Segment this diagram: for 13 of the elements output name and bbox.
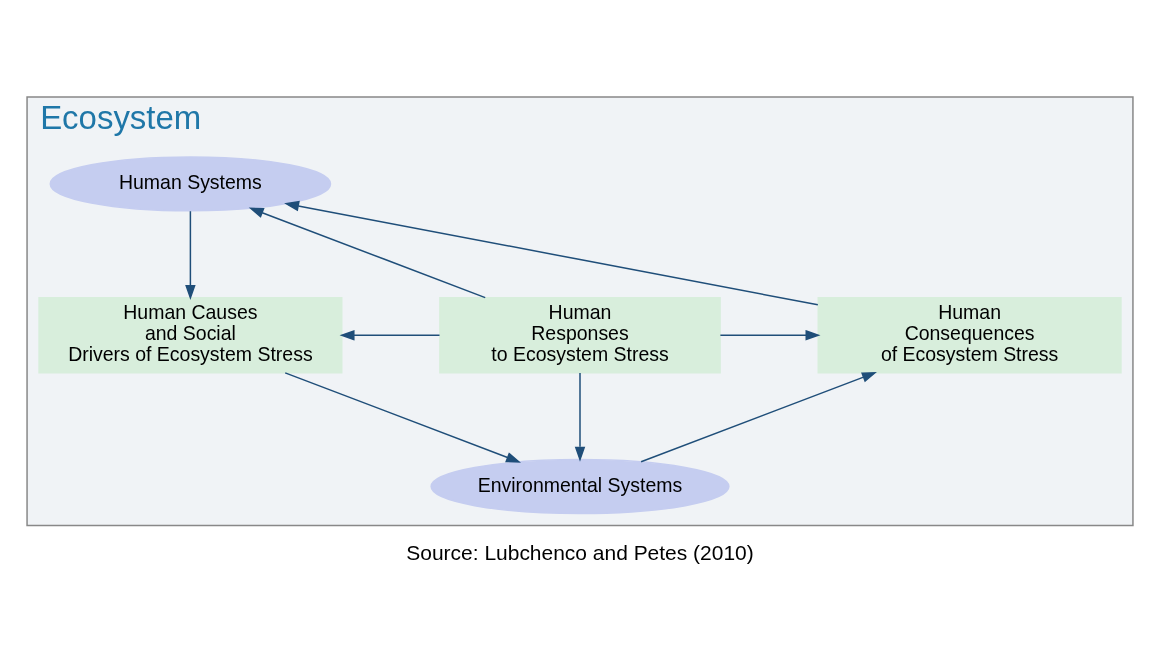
arrow (284, 371, 521, 463)
node-box: Human Responses to Ecosystem Stress (439, 296, 721, 373)
arrow (185, 210, 196, 300)
arrow (284, 200, 819, 306)
caption: Source: Lubchenco and Petes (2010) (406, 540, 754, 564)
arrow (574, 371, 586, 462)
node-box: Human Causes and Social Drivers of Ecosystem Stress (38, 296, 343, 373)
node-ellipse: Environmental Systems (430, 458, 730, 514)
arrow (339, 329, 441, 340)
arrow (640, 371, 877, 463)
node-box: Human Consequences of Ecosystem Stress (817, 296, 1122, 373)
arrow (719, 329, 821, 340)
arrow (248, 207, 486, 298)
